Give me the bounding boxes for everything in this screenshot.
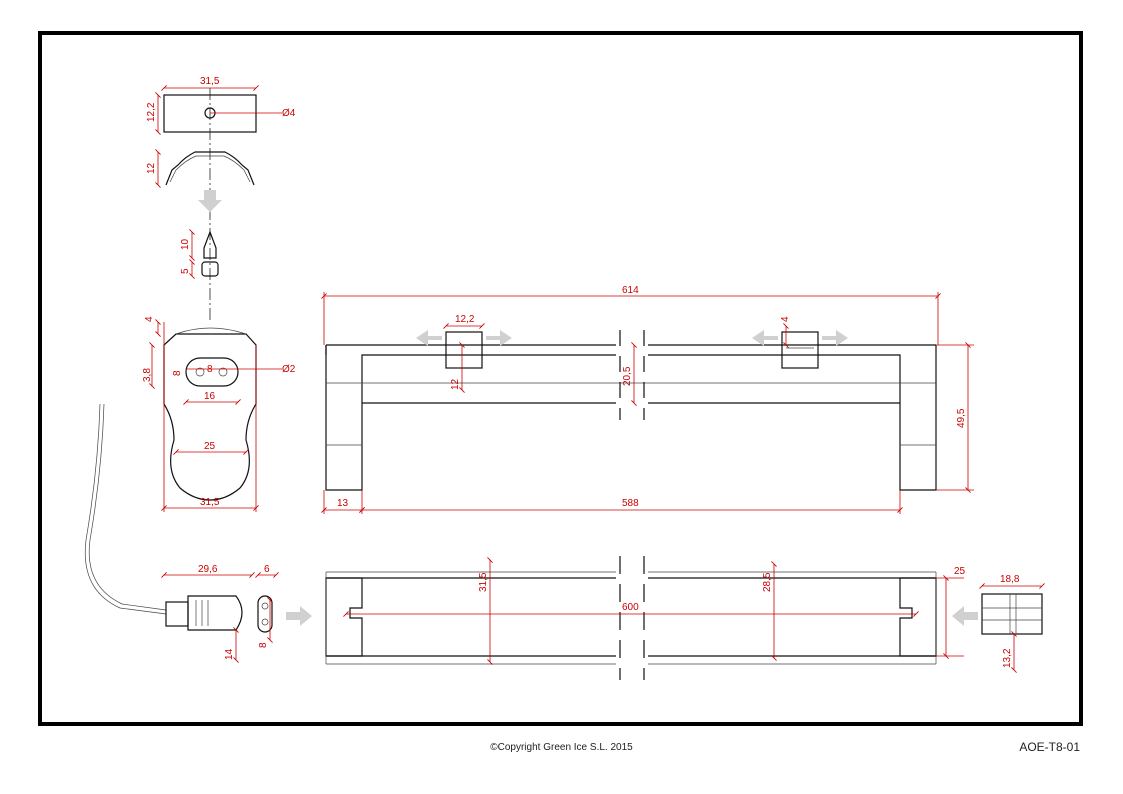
dim-screw-head: 5 [180, 268, 191, 274]
dim-tube-length: 600 [622, 602, 639, 613]
arrow-right-icon [486, 330, 512, 346]
drawing-code: AOE-T8-01 [1019, 740, 1080, 754]
dim-rail-height: 12 [146, 162, 157, 174]
dim-plug-end: 6 [264, 564, 270, 575]
dim-tube-inner: 28,5 [762, 572, 773, 592]
dim-cap-inner: 16 [204, 391, 216, 402]
dim-pin-dia: Ø2 [282, 364, 296, 375]
rail-clip-profile: 12 [146, 149, 255, 188]
copyright-text: ©Copyright Green Ice S.L. 2015 [490, 742, 633, 753]
dim-cap-bottom: 25 [204, 441, 216, 452]
arrow-right-icon [286, 606, 312, 626]
cable [84, 403, 167, 615]
dim-cap-width: 31,5 [200, 497, 220, 508]
arrow-right-icon [822, 330, 848, 346]
fixture-side-view: 614 12,2 12 4 20,5 49,5 [321, 285, 974, 514]
dim-pin-spacing: 8 [207, 364, 213, 375]
dim-end-width: 13 [337, 498, 349, 509]
dim-clip-height: 12,2 [146, 102, 157, 122]
drawing-border [38, 31, 1083, 726]
arrow-left-icon [952, 606, 978, 626]
dim-overall-length: 614 [622, 285, 639, 296]
dim-clip-hole: Ø4 [282, 108, 296, 119]
dim-clip-step: 4 [780, 316, 791, 322]
dim-clip-width: 31,5 [200, 76, 220, 87]
dim-clip-side: 12,2 [455, 314, 475, 325]
screw: 10 5 [180, 229, 219, 279]
dim-plug-height: 14 [224, 648, 235, 660]
clip-top-view: 31,5 12,2 Ø4 [146, 76, 296, 320]
dim-profile-depth: 20,5 [622, 366, 633, 386]
dim-pin-height: 8 [172, 370, 183, 376]
dim-cap-offset: 3,8 [142, 368, 153, 382]
fixture-top-view: 600 31,5 28,5 25 [325, 556, 966, 680]
end-cap-block: 18,8 13,2 [952, 574, 1045, 673]
dim-tube-outer: 31,5 [478, 572, 489, 592]
dim-inner-length: 588 [622, 498, 639, 509]
dim-end-offset: 25 [954, 566, 966, 577]
dim-screw-length: 10 [180, 238, 191, 250]
dim-endcap-height: 13,2 [1002, 648, 1013, 668]
dim-clip-depth: 12 [450, 378, 461, 390]
dim-endcap-width: 18,8 [1000, 574, 1020, 585]
dim-cap-top: 4 [144, 316, 155, 322]
arrow-left-icon [752, 330, 778, 346]
end-cap-front: 4 3,8 8 8 Ø2 16 25 31,5 [142, 316, 296, 512]
dim-plug-width: 8 [258, 642, 269, 648]
dim-plug-length: 29,6 [198, 564, 218, 575]
dim-profile-height: 49,5 [956, 408, 967, 428]
arrow-down-icon [198, 190, 222, 212]
plug: 29,6 6 14 8 [161, 564, 279, 663]
arrow-left-icon [416, 330, 442, 346]
